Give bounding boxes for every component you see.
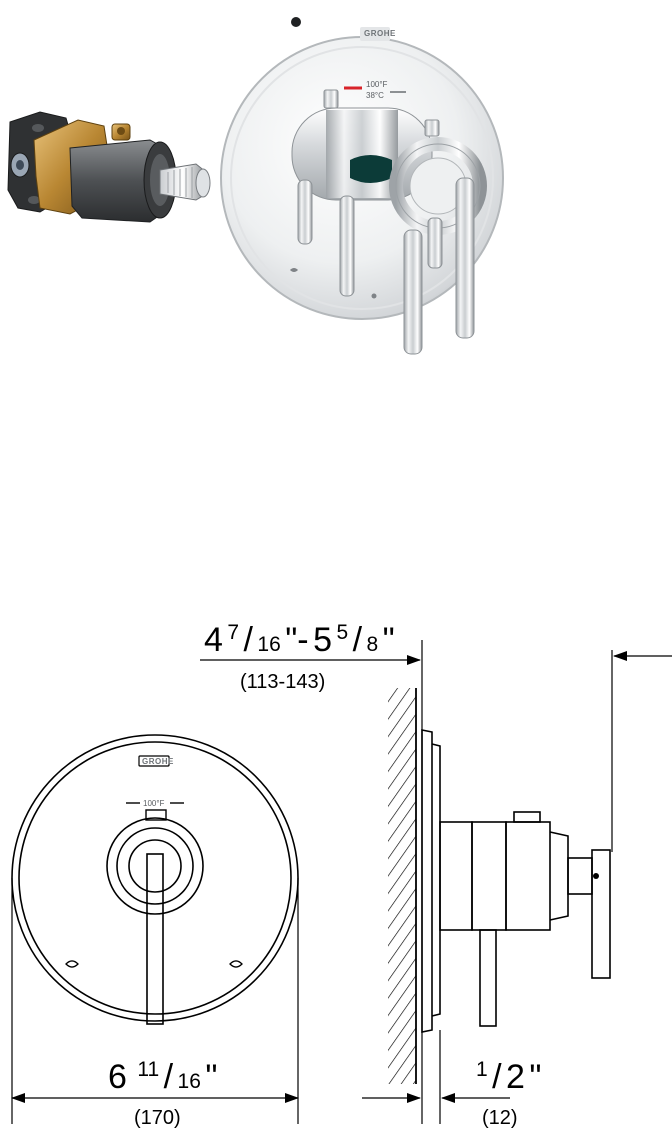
- thermostatic-trim-image: GROHE 100°F 38°C: [220, 17, 504, 355]
- offset-metric: (12): [482, 1107, 518, 1129]
- svg-text:6 11 / 16: 6 11 / 16 ": [108, 1058, 217, 1096]
- plate-metric: (170): [134, 1107, 181, 1129]
- brand-logo-drawing: GROHE: [138, 755, 174, 767]
- offset-dimension-lines: [362, 1030, 510, 1124]
- depth-dimension-lines: [200, 640, 672, 1124]
- plate-width-extension-lines: [11, 878, 299, 1124]
- temperature-marker-photo: 100°F 38°C: [344, 80, 406, 100]
- svg-text:GROHE: GROHE: [142, 757, 174, 766]
- brand-logo-photo: GROHE: [360, 27, 396, 41]
- svg-text:38°C: 38°C: [366, 91, 384, 100]
- svg-text:100°F: 100°F: [143, 799, 165, 808]
- svg-text:100°F: 100°F: [366, 80, 388, 89]
- depth-metric: (113-143): [240, 671, 325, 693]
- svg-text:1 / 2 ": 1 / 2 ": [476, 1058, 542, 1096]
- plate-diameter-label: 6 11 / 16 " (170): [108, 1058, 217, 1129]
- svg-text:GROHE: GROHE: [364, 29, 396, 38]
- svg-text:4 7 / 16: 4 7 / 16 "- 5 5 / 8 ": [204, 621, 395, 659]
- rough-in-valve-image: [7, 111, 211, 223]
- front-view-drawing: GROHE 100°F: [11, 734, 299, 1025]
- depth-dimension-label: 4 7 / 16 "- 5 5 / 8 " (113-143): [204, 621, 395, 693]
- offset-dimension-label: 1 / 2 " (12): [476, 1058, 542, 1129]
- side-view-drawing: [388, 688, 611, 1084]
- temperature-mark-drawing: 100°F: [126, 799, 184, 808]
